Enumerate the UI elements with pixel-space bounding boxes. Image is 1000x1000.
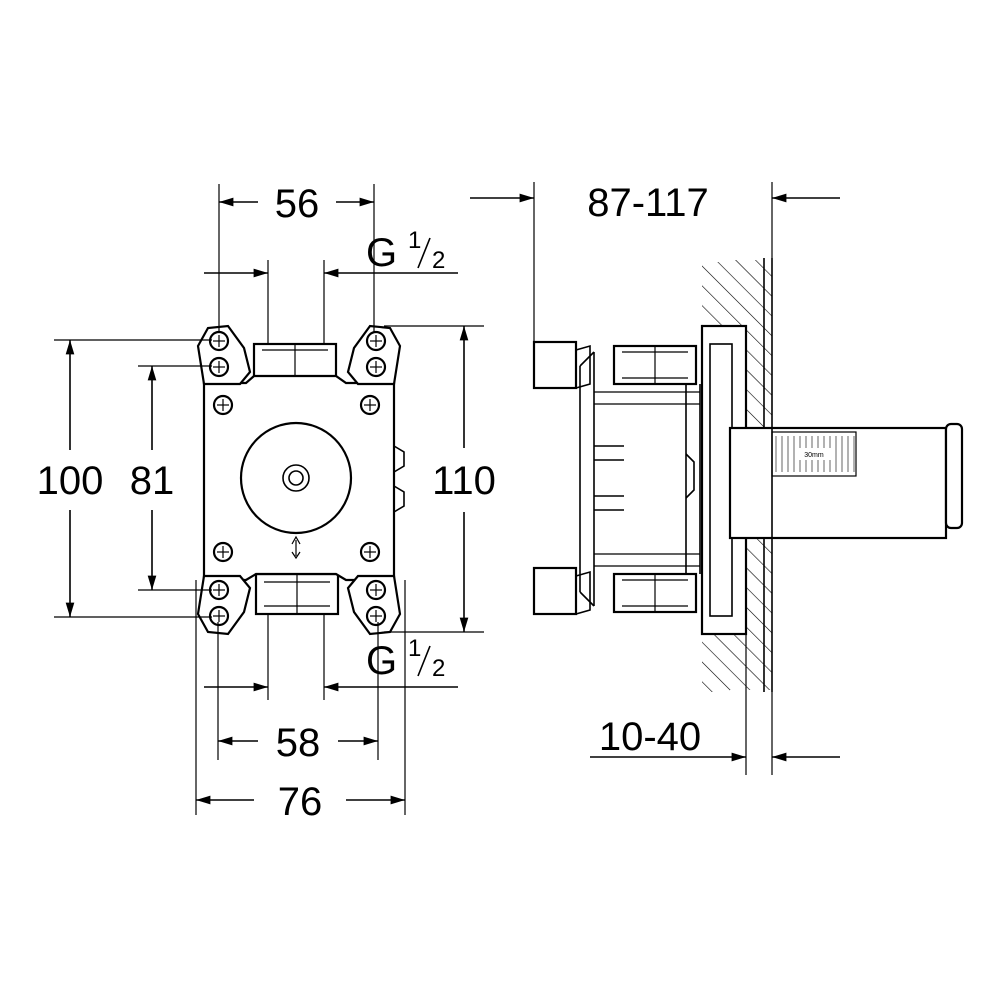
extension-sleeve: 30mm xyxy=(728,422,964,540)
dim-outer-height: 100 xyxy=(37,459,104,503)
bottom-connector xyxy=(254,572,340,616)
side-connector-top xyxy=(612,344,698,386)
dim-depth-range: 87-117 xyxy=(587,181,709,225)
flow-arrow-icon xyxy=(291,535,301,560)
thread-top-den: 2 xyxy=(432,247,445,274)
thread-bottom-den: 2 xyxy=(432,655,445,682)
screw-icons xyxy=(208,330,387,627)
thread-top-base: G xyxy=(366,231,397,275)
thread-bottom-base: G xyxy=(366,639,397,683)
front-view: 56 58 76 100 81 110 G 1 2 G 1 2 xyxy=(37,182,496,824)
clamp-blocks xyxy=(532,340,591,616)
dim-wall-range: 10-40 xyxy=(599,715,701,759)
side-dimension-lines xyxy=(470,193,840,762)
front-dimension-lines xyxy=(65,197,469,805)
sleeve-scale-label: 30mm xyxy=(804,452,824,459)
side-connector-bottom xyxy=(612,572,698,614)
thread-bottom-num: 1 xyxy=(408,635,421,662)
dim-right-height: 110 xyxy=(432,459,496,503)
side-tabs xyxy=(393,445,405,513)
dim-top-width: 56 xyxy=(275,182,320,226)
thread-label-top: G 1 2 xyxy=(366,227,445,275)
dim-bottom-inner-width: 58 xyxy=(276,721,321,765)
thread-top-num: 1 xyxy=(408,227,421,254)
side-view: 30mm 87-117 10-40 xyxy=(470,181,964,775)
dim-inner-height: 81 xyxy=(130,459,175,503)
valve-body xyxy=(239,421,353,535)
thread-label-bottom: G 1 2 xyxy=(366,635,445,683)
dim-bottom-outer-width: 76 xyxy=(278,780,323,824)
